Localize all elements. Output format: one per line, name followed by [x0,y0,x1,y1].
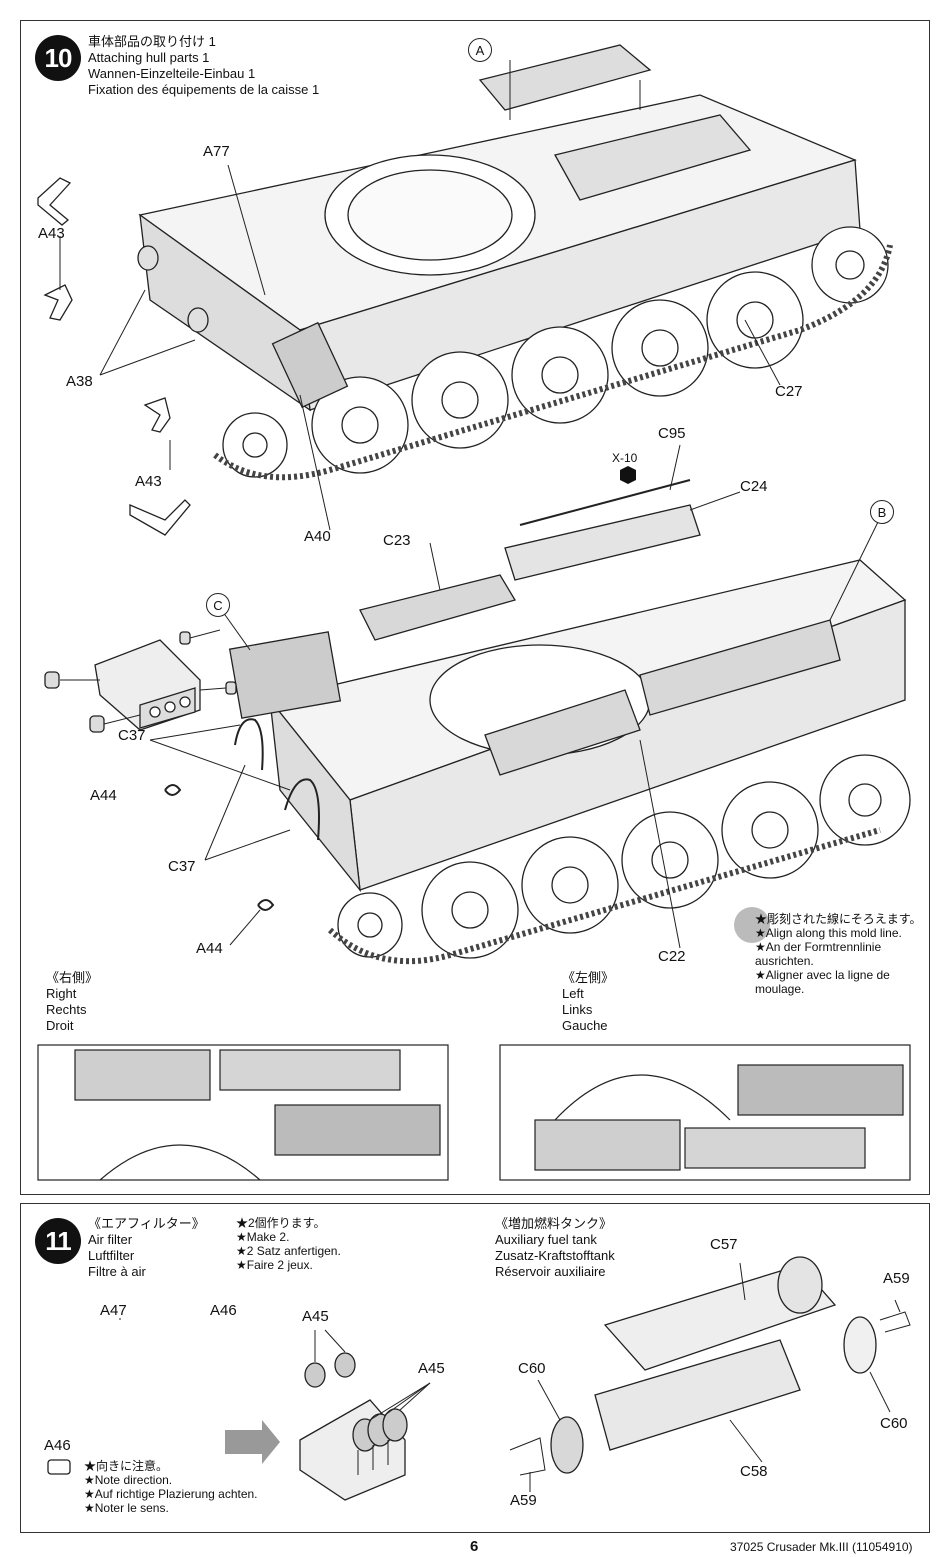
label-c23: C23 [383,532,411,549]
part-a-plate [478,44,652,111]
part-c37-a [234,718,264,771]
label-a44-bottom: A44 [196,940,223,957]
step-11-panel [20,1203,930,1533]
step-10-badge: 10 [35,35,81,81]
part-a43-top [37,177,72,226]
label-c95: C95 [658,425,686,442]
label-c57: C57 [710,1236,738,1253]
upper-hull-rear [139,213,311,412]
part-c24 [504,504,701,581]
fuel-tank-lower [594,1339,801,1451]
direction-note: ★向きに注意。 ★Note direction. ★Auf richtige P… [84,1459,258,1515]
air-filter-caption: 《エアフィルター》 Air filter Luftfilter Filtre à… [88,1216,205,1279]
part-a45-b [334,1352,356,1378]
page-number: 6 [470,1538,479,1555]
label-c27: C27 [775,383,803,400]
part-a46-a [44,671,60,689]
part-c60-right [843,1316,877,1374]
part-c37-b [284,778,320,841]
fuel-tank-upper [603,1264,837,1371]
upper-track [213,244,893,481]
part-a40-plate [271,321,349,409]
label-c24: C24 [740,478,768,495]
label-a46-bottom: A46 [44,1437,71,1454]
part-b-box [639,619,841,716]
label-a45-top: A45 [302,1308,329,1325]
label-a44-top: A44 [90,787,117,804]
direction-icon [47,1459,71,1475]
part-a45-a [304,1362,326,1388]
label-a43-bottom: A43 [135,473,162,490]
part-a43-mid [43,284,73,321]
part-a43-bottom [129,499,191,536]
label-c37-bottom: C37 [168,858,196,875]
label-a59-top: A59 [883,1270,910,1287]
part-a38-a [137,245,159,271]
left-side-caption: 《左側》 Left Links Gauche [562,970,615,1033]
right-side-detail [37,1044,449,1181]
lower-track [327,827,881,965]
label-a43-top: A43 [38,225,65,242]
label-c22: C22 [658,948,686,965]
part-c60-left [550,1416,584,1474]
label-a40: A40 [304,528,331,545]
part-c22 [484,689,641,776]
label-c58: C58 [740,1463,768,1480]
lower-hull-rear [269,697,361,893]
label-a59-bottom: A59 [510,1492,537,1509]
part-a38-b [187,307,209,333]
label-a47: A47 [100,1302,127,1319]
mold-line-note: ★彫刻された線にそろえます。 ★Align along this mold li… [755,912,922,996]
mold-line-marker [734,907,770,943]
right-side-caption: 《右側》 Right Rechts Droit [46,970,99,1033]
model-code: 37025 Crusader Mk.III (11054910) [730,1540,913,1554]
upper-road-wheels [222,226,889,478]
left-side-detail [499,1044,911,1181]
fuel-tank-caption: 《増加燃料タンク》 Auxiliary fuel tank Zusatz-Kra… [495,1216,615,1279]
part-a44-bottom [257,899,275,911]
callout-b: B [870,500,894,524]
step-11-badge: 11 [35,1218,81,1264]
label-c37-top: C37 [118,727,146,744]
label-c60-right: C60 [880,1415,908,1432]
part-a44-top [164,784,182,796]
assembly-arrow [225,1420,280,1464]
label-x10: X-10 [612,451,638,465]
part-a46-c [179,631,191,645]
label-a45-right: A45 [418,1360,445,1377]
part-c95 [519,479,691,526]
part-a43-lower [143,397,171,433]
label-a46-top: A46 [210,1302,237,1319]
part-a59-bottom [509,1437,546,1476]
callout-a: A [468,38,492,62]
make-two-note: ★2個作ります。 ★Make 2. ★2 Satz anfertigen. ★F… [236,1216,341,1272]
part-a46-d [225,681,237,695]
label-c60-left: C60 [518,1360,546,1377]
x10-nut [620,466,636,484]
step-10-title: 車体部品の取り付け 1 Attaching hull parts 1 Wanne… [88,34,320,97]
part-a46-b [89,715,105,733]
part-c23 [359,574,516,641]
label-a38: A38 [66,373,93,390]
callout-c: C [206,593,230,617]
label-a77: A77 [203,143,230,160]
part-a59-top [879,1311,911,1333]
engine-deck-upper [554,114,752,201]
